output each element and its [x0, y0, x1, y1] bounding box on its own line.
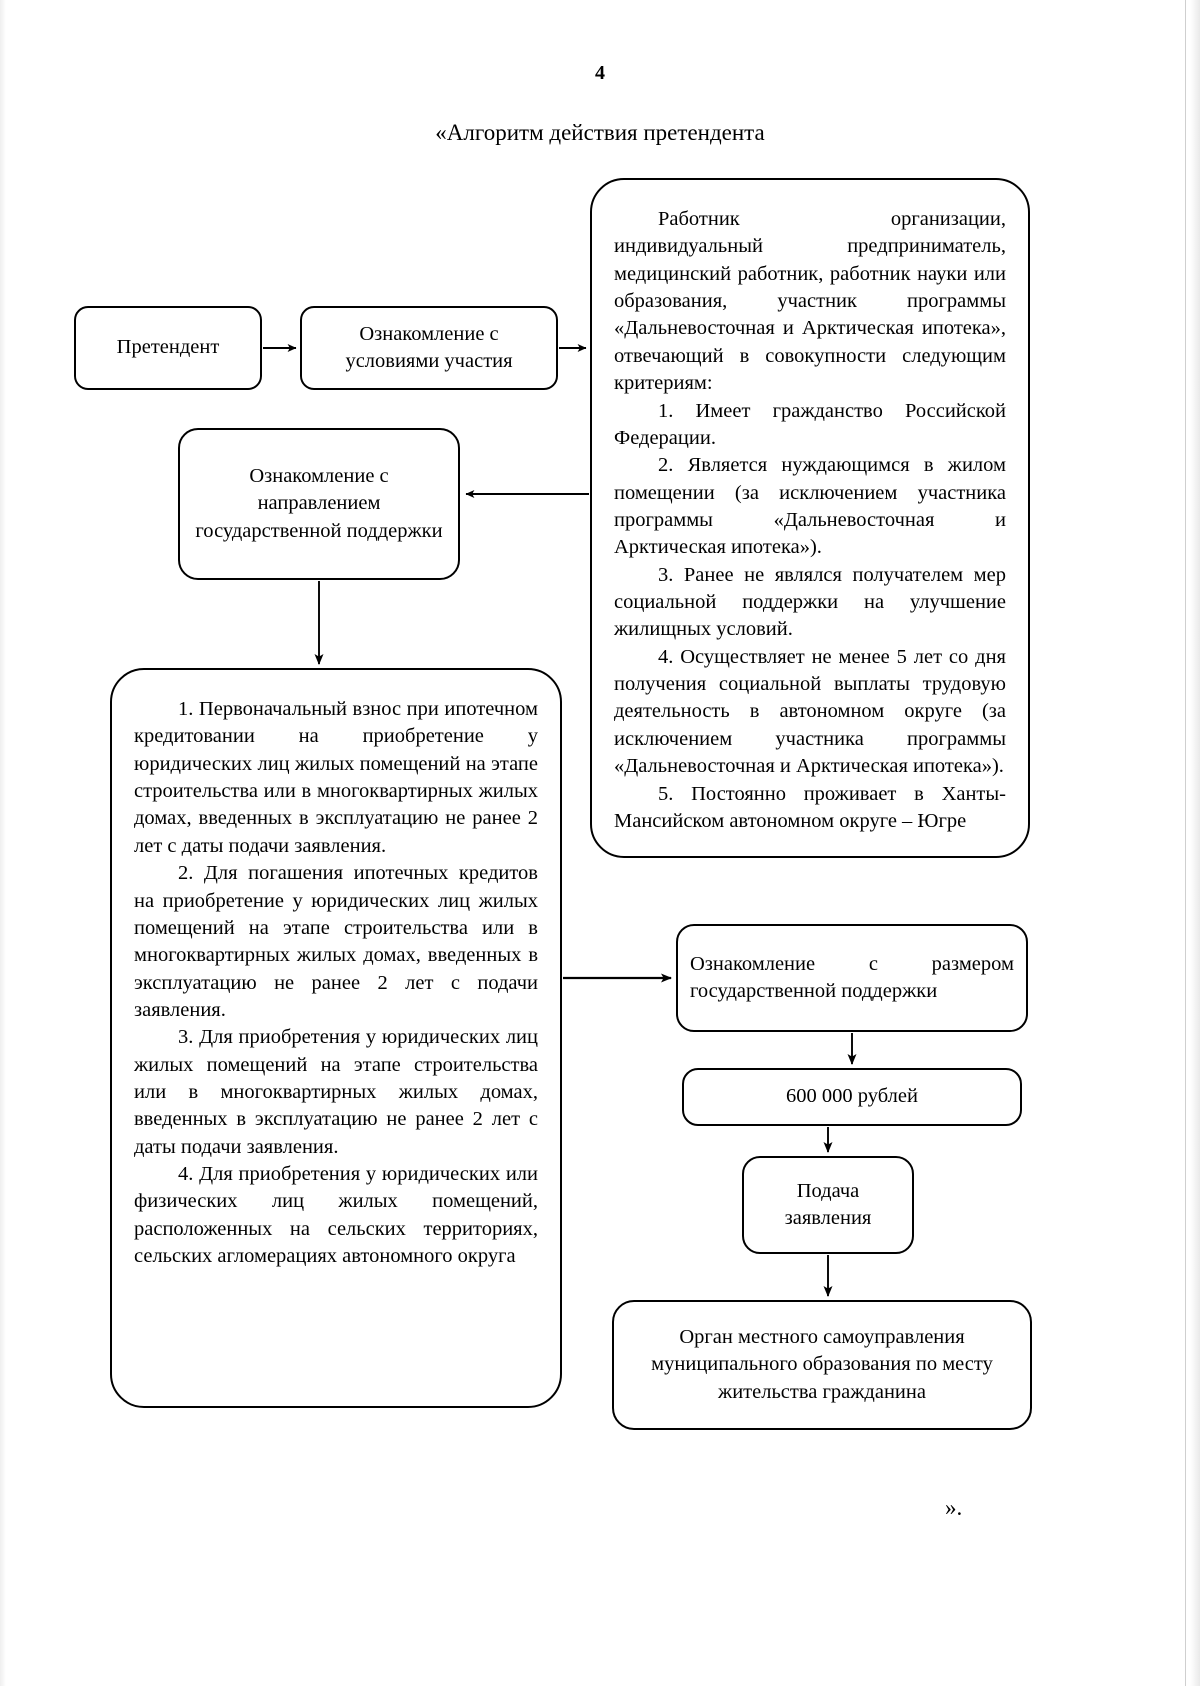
- flow-node-criteria[interactable]: Работник организации, индивидуальный пре…: [590, 178, 1030, 858]
- flow-node-amount[interactable]: Ознакомление с размером государственной …: [676, 924, 1028, 1032]
- page-number: 4: [595, 62, 605, 84]
- flow-node-sum[interactable]: 600 000 рублей: [682, 1068, 1022, 1126]
- flow-node-terms-label: Ознакомление с условиями участия: [345, 322, 513, 372]
- flow-node-application-label: Подача заявления: [784, 1179, 872, 1229]
- flow-node-claimant[interactable]: Претендент: [74, 306, 262, 390]
- paragraph: 1. Первоначальный взнос при ипотечном кр…: [134, 698, 538, 857]
- flow-node-direction-label: Ознакомление с направлением государствен…: [195, 465, 443, 542]
- flow-node-criteria-body: Работник организации, индивидуальный пре…: [614, 206, 1006, 835]
- paragraph: 2. Является нуждающимся в жилом помещени…: [614, 454, 1006, 559]
- page-title: «Алгоритм действия претендента: [435, 120, 765, 145]
- flow-node-authority[interactable]: Орган местного самоуправления муниципаль…: [612, 1300, 1032, 1430]
- paragraph: 4. Для приобретения у юридических или фи…: [134, 1163, 538, 1268]
- flow-node-sum-label: 600 000 рублей: [786, 1085, 918, 1108]
- flow-node-purposes[interactable]: 1. Первоначальный взнос при ипотечном кр…: [110, 668, 562, 1408]
- paragraph: 3. Для приобретения у юридических лиц жи…: [134, 1026, 538, 1158]
- flow-node-amount-label: Ознакомление с размером государственной …: [690, 952, 1014, 1002]
- closing-quote: ».: [945, 1495, 963, 1520]
- scan-edge-right: [1190, 0, 1200, 1686]
- flow-node-direction[interactable]: Ознакомление с направлением государствен…: [178, 428, 460, 580]
- paragraph: 3. Ранее не являлся получателем мер соци…: [614, 563, 1006, 641]
- flow-node-application[interactable]: Подача заявления: [742, 1156, 914, 1254]
- flow-node-claimant-label: Претендент: [116, 336, 220, 359]
- paragraph: 4. Осуществляет не менее 5 лет со дня по…: [614, 645, 1006, 778]
- paragraph: 1. Имеет гражданство Российской Федераци…: [614, 399, 1006, 449]
- paragraph: 2. Для погашения ипотечных кредитов на п…: [134, 862, 538, 1021]
- scan-margin-rule: [1185, 0, 1186, 1686]
- paragraph: 5. Постоянно проживает в Ханты-Мансийско…: [614, 782, 1006, 832]
- paragraph: Работник организации, индивидуальный пре…: [614, 208, 1006, 395]
- scan-edge-left: [0, 0, 6, 1686]
- flow-node-terms[interactable]: Ознакомление с условиями участия: [300, 306, 558, 390]
- flow-node-purposes-body: 1. Первоначальный взнос при ипотечном кр…: [134, 696, 538, 1271]
- flow-node-authority-label: Орган местного самоуправления муниципаль…: [651, 1326, 993, 1403]
